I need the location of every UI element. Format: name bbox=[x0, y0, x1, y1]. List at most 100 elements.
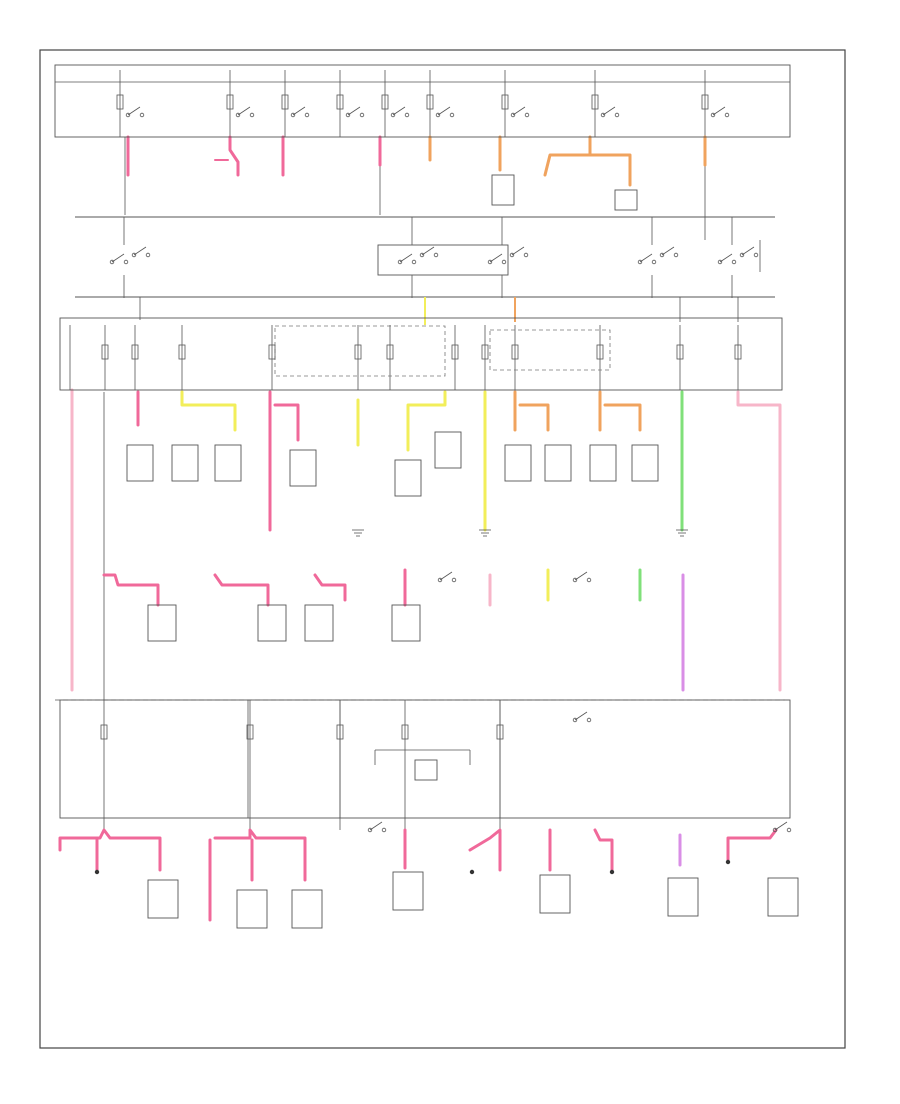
top-fuse bbox=[281, 94, 289, 110]
lower-switch bbox=[572, 717, 578, 723]
top-relay-switch bbox=[404, 112, 410, 118]
top-wire-7 bbox=[588, 135, 632, 187]
component-module bbox=[434, 431, 462, 469]
ignition-switch bbox=[397, 259, 403, 265]
top-relay-switch bbox=[435, 112, 441, 118]
middle-fuse bbox=[451, 344, 459, 360]
top-relay-switch bbox=[235, 112, 241, 118]
component-module bbox=[767, 877, 799, 917]
top-relay-switch bbox=[392, 106, 406, 116]
lower-relay bbox=[414, 759, 438, 781]
inline-switch bbox=[574, 571, 588, 581]
component-module bbox=[126, 444, 154, 482]
top-fuse bbox=[701, 94, 709, 110]
splice-point bbox=[94, 869, 100, 875]
top-relay-switch bbox=[304, 112, 310, 118]
ignition-switch bbox=[639, 253, 653, 263]
component-module bbox=[539, 874, 571, 914]
component-module bbox=[392, 871, 424, 911]
component-module bbox=[667, 877, 699, 917]
component-module bbox=[147, 879, 179, 919]
ignition-switch bbox=[419, 252, 425, 258]
component-module bbox=[631, 444, 659, 482]
lower-fuse bbox=[246, 724, 254, 740]
ignition-switch bbox=[111, 253, 125, 263]
low-wire-9 bbox=[726, 828, 778, 862]
lower-switch bbox=[586, 717, 592, 723]
top-fuse bbox=[381, 94, 389, 110]
top-relay-switch bbox=[359, 112, 365, 118]
top-relay-switch bbox=[449, 112, 455, 118]
top-wire-7b bbox=[543, 153, 592, 177]
component-module bbox=[589, 444, 617, 482]
middle-relay-box bbox=[274, 325, 446, 377]
ignition-switch bbox=[509, 252, 515, 258]
top-relay-switch bbox=[524, 112, 530, 118]
mid-wire-5 bbox=[406, 390, 447, 452]
splice-point bbox=[469, 869, 475, 875]
inline-switch bbox=[437, 577, 443, 583]
top-relay-switch bbox=[345, 112, 351, 118]
top-fuse bbox=[226, 94, 234, 110]
ignition-switch bbox=[739, 252, 745, 258]
lower-fuse bbox=[401, 724, 409, 740]
component-module bbox=[236, 889, 268, 929]
ignition-switch bbox=[123, 259, 129, 265]
middle-fuse bbox=[101, 344, 109, 360]
middle-fuse bbox=[481, 344, 489, 360]
middle-fuse bbox=[268, 344, 276, 360]
low-wire-1 bbox=[58, 828, 162, 872]
middle-fuse bbox=[596, 344, 604, 360]
ignition-switch bbox=[719, 253, 733, 263]
mid-wire-2 bbox=[180, 390, 237, 432]
top-relay-switch bbox=[724, 112, 730, 118]
ignition-switch bbox=[145, 252, 151, 258]
component-module bbox=[147, 604, 177, 642]
lower-switch bbox=[574, 711, 588, 721]
inline-switch bbox=[439, 571, 453, 581]
lower-inline-switch bbox=[367, 827, 373, 833]
ignition-switch bbox=[411, 259, 417, 265]
ignition-switch bbox=[131, 252, 137, 258]
top-relay-switch bbox=[290, 112, 296, 118]
top-fuse bbox=[116, 94, 124, 110]
middle-fuse bbox=[178, 344, 186, 360]
ignition-switch bbox=[489, 253, 503, 263]
top-fuse bbox=[336, 94, 344, 110]
top-wire-2 bbox=[228, 135, 240, 177]
top-relay-switch bbox=[437, 106, 451, 116]
ignition-switch bbox=[661, 246, 675, 256]
top-relay-switch bbox=[249, 112, 255, 118]
lower-inline-switch bbox=[772, 827, 778, 833]
ignition-switch bbox=[433, 252, 439, 258]
component-module bbox=[291, 889, 323, 929]
component-module bbox=[391, 604, 421, 642]
right-long-wire bbox=[736, 390, 782, 692]
top-relay-switch bbox=[292, 106, 306, 116]
top-fuse-block bbox=[54, 64, 791, 138]
component-module bbox=[544, 444, 572, 482]
lower-fuse-block bbox=[59, 699, 791, 819]
inline-switch bbox=[451, 577, 457, 583]
lower-fuse bbox=[496, 724, 504, 740]
top-relay-switch bbox=[710, 112, 716, 118]
top-relay-switch bbox=[712, 106, 726, 116]
splice-point bbox=[725, 859, 731, 865]
lower-inline-switch bbox=[786, 827, 792, 833]
top-fuse bbox=[501, 94, 509, 110]
ignition-switch bbox=[523, 252, 529, 258]
top-relay-switch bbox=[237, 106, 251, 116]
top-relay-switch bbox=[127, 106, 141, 116]
middle-fuse bbox=[354, 344, 362, 360]
inline-switch bbox=[586, 577, 592, 583]
top-relay-switch bbox=[390, 112, 396, 118]
top-relay-switch bbox=[125, 112, 131, 118]
ignition-switch bbox=[637, 259, 643, 265]
inline-switch bbox=[572, 577, 578, 583]
component-module bbox=[171, 444, 199, 482]
top-relay-switch bbox=[510, 112, 516, 118]
ignition-switch bbox=[673, 252, 679, 258]
ignition-switch bbox=[753, 252, 759, 258]
